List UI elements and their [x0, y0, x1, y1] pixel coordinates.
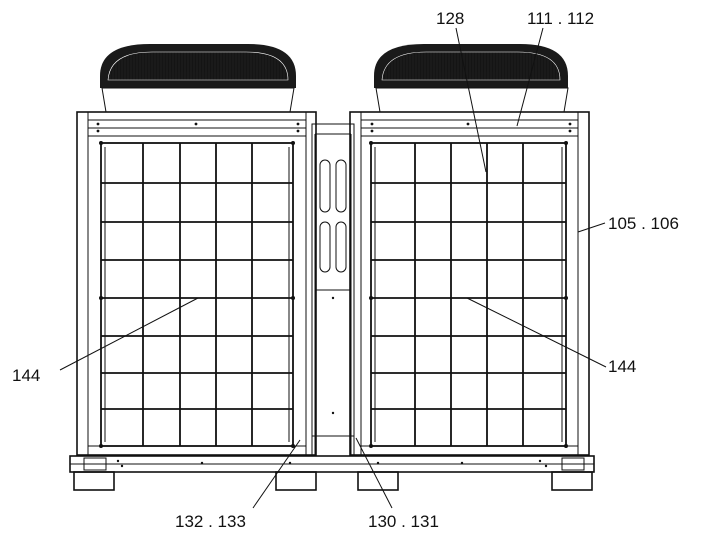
base-rail [69, 455, 595, 473]
callout-128: 128 [436, 9, 464, 28]
right-coil-grille [369, 141, 568, 448]
callout-144-left: 144 [12, 366, 40, 385]
left-fan-guard [100, 44, 296, 113]
callout-130-131: 130 . 131 [368, 512, 439, 531]
leader-128 [455, 27, 487, 173]
right-module-frame [349, 111, 590, 456]
leader-132-133 [252, 439, 301, 509]
base-feet [73, 471, 593, 491]
center-service-panel [311, 123, 355, 457]
callout-105-106: 105 . 106 [608, 214, 679, 233]
leader-111-112 [516, 27, 544, 127]
leader-144-left [59, 297, 199, 371]
leader-144-right [466, 297, 607, 368]
left-coil-grille [99, 141, 295, 448]
callout-144-right: 144 [608, 357, 636, 376]
left-module-frame [76, 111, 317, 456]
leader-lines [59, 27, 607, 509]
leader-105-106 [577, 222, 606, 233]
callout-132-133: 132 . 133 [175, 512, 246, 531]
leader-130-131 [355, 437, 393, 509]
right-fan-guard [374, 44, 569, 113]
callout-111-112: 111 . 112 [527, 9, 594, 28]
